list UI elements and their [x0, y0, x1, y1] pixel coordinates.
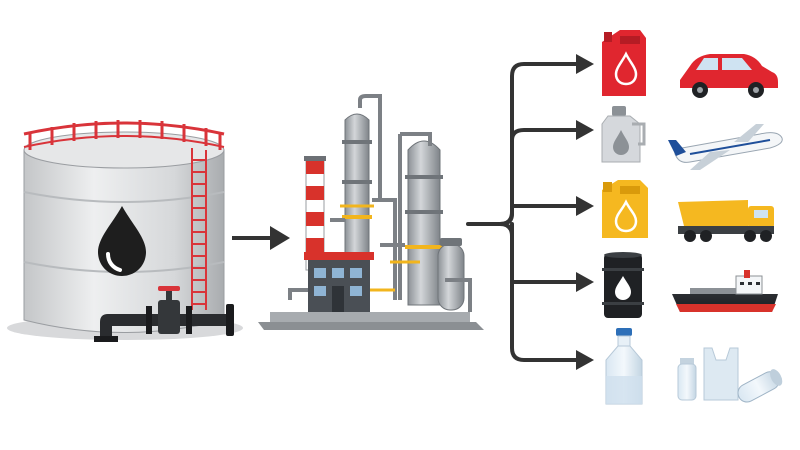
plastic-bottle-icon — [605, 328, 643, 405]
branch-arrows — [466, 62, 580, 362]
red-jerry-can-icon — [602, 30, 646, 96]
refinery-building — [304, 252, 374, 312]
arrowhead-3 — [576, 196, 594, 216]
car-icon — [680, 54, 778, 98]
oil-drop-icon — [98, 206, 146, 276]
black-oil-barrel-icon — [602, 252, 644, 318]
oil-storage-tank-icon — [7, 120, 243, 342]
grey-oil-bottle-icon — [601, 106, 646, 163]
tank-railing — [23, 120, 225, 150]
refinery-chimney — [304, 156, 326, 271]
arrowhead-1 — [576, 54, 594, 74]
yellow-jerry-can-icon — [602, 180, 648, 238]
arrowhead-4 — [576, 272, 594, 292]
arrowhead-5 — [576, 350, 594, 370]
refinery-column-right — [398, 132, 443, 306]
arrowhead-2 — [576, 120, 594, 140]
cargo-ship-icon — [672, 270, 778, 312]
airplane-icon — [668, 124, 783, 170]
tank-ladder — [191, 148, 207, 310]
dump-truck-icon — [678, 200, 774, 242]
refinery-vessel-small — [437, 238, 465, 311]
oil-refinery-icon — [258, 94, 484, 330]
tank-valve-pipe — [94, 286, 234, 342]
arrow-to-refinery — [232, 226, 290, 250]
branch-arrowheads — [576, 54, 594, 370]
plastic-products-icon — [677, 347, 783, 403]
refinery-handrails — [340, 204, 420, 292]
